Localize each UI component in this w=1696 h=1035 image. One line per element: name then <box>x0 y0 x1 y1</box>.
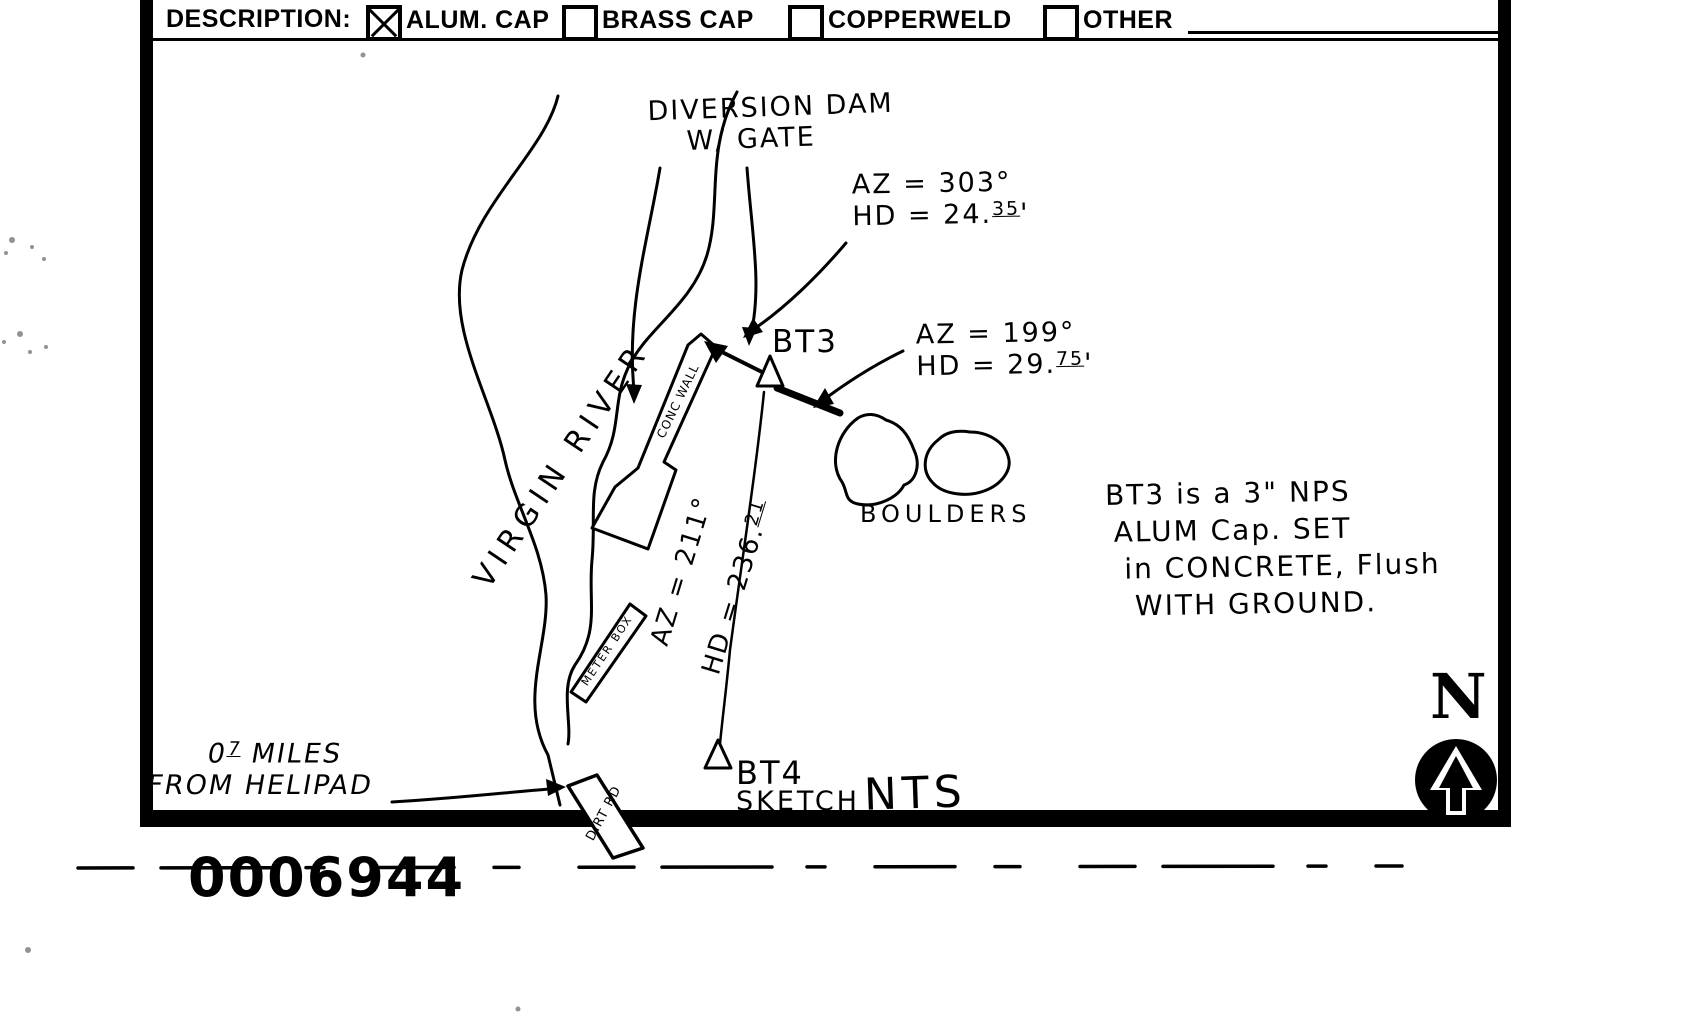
tie-303-feet-tick: ' <box>1019 198 1030 230</box>
bt3-triangle-marker <box>755 354 785 388</box>
bt4-label: BT4 <box>736 754 804 792</box>
az199-pointer-arrowhead <box>813 388 834 408</box>
line-bt3-bt4 <box>718 390 766 746</box>
tie-303-hd-decimal: 35 <box>991 197 1021 221</box>
frame-right-bar <box>1498 0 1511 826</box>
diversion-dam-label: DIVERSION DAM W/ GATE <box>647 88 895 159</box>
tie-303-az: AZ = 303° <box>851 166 1012 201</box>
tie-199-text: AZ = 199° HD = 29.75' <box>915 316 1093 382</box>
scan-noise <box>2 52 521 1012</box>
frame-left-bar <box>140 0 153 826</box>
bt3-label: BT3 <box>772 324 838 360</box>
bt4-triangle-marker <box>703 738 733 770</box>
note-line-4: WITH GROUND. <box>1134 585 1378 623</box>
checkbox-brass-cap-label: BRASS CAP <box>602 6 754 34</box>
tie-199-az: AZ = 199° <box>915 316 1076 351</box>
checkbox-brass-cap[interactable] <box>562 5 598 41</box>
checkbox-alum-cap[interactable] <box>366 5 402 41</box>
header-rule <box>153 38 1498 41</box>
nts-label: NTS <box>863 766 968 821</box>
description-label: DESCRIPTION: <box>166 5 352 33</box>
meter-box-outline <box>569 602 648 704</box>
dam-leader-left-arrowhead <box>626 384 642 404</box>
boulder-right <box>923 429 1011 496</box>
checkbox-copperweld[interactable] <box>788 5 824 41</box>
helipad-note-line1: 07 MILES <box>204 738 345 770</box>
scan-dash-line <box>76 864 1404 870</box>
north-arrow-icon <box>1415 739 1497 821</box>
checkbox-alum-cap-label: ALUM. CAP <box>406 6 550 34</box>
tie-bt3-boulders <box>773 384 844 417</box>
river-right-bank <box>565 90 739 746</box>
note-line-1: BT3 is a 3" NPS <box>1104 474 1351 512</box>
helipad-note-line2: FROM HELIPAD <box>144 769 376 801</box>
tie-199-feet-tick: ' <box>1083 348 1094 380</box>
note-line-3: in CONCRETE, Flush <box>1124 547 1441 586</box>
north-letter: N <box>1430 660 1487 733</box>
tie-bt3-wall <box>720 350 764 374</box>
az303-pointer <box>752 241 848 331</box>
document-number: 0006944 <box>188 846 466 909</box>
helipad-arrow <box>390 787 552 804</box>
boulder-left <box>833 413 919 507</box>
dam-leader-right <box>745 166 758 336</box>
boulders-label: BOULDERS <box>860 500 1032 528</box>
checkbox-other[interactable] <box>1043 5 1079 41</box>
concrete-wall-outline <box>590 332 718 551</box>
helipad-arrowhead <box>546 779 566 796</box>
sketch-label: SKETCH <box>736 786 860 817</box>
checkbox-copperweld-label: COPPERWELD <box>828 6 1012 34</box>
tie-199-hd-decimal: 75 <box>1055 347 1085 371</box>
frame-bottom-bar <box>140 810 1511 827</box>
bt3-monument-note: BT3 is a 3" NPS ALUM Cap. SET in CONCRET… <box>1105 471 1442 625</box>
tie-bt3-wall-arrowhead <box>704 341 728 363</box>
note-line-2: ALUM Cap. SET <box>1113 511 1352 549</box>
tie-303-hd: HD = 24.35' <box>852 197 1030 233</box>
checkbox-other-label: OTHER <box>1083 6 1173 34</box>
dirt-road-band <box>566 773 645 860</box>
helipad-note: 07 MILES FROM HELIPAD <box>144 738 381 801</box>
tie-303-text: AZ = 303° HD = 24.35' <box>851 166 1029 232</box>
tie-199-hd: HD = 29.75' <box>916 347 1094 383</box>
other-blank-underline <box>1188 31 1502 34</box>
az303-pointer-arrowhead <box>743 318 763 338</box>
az199-pointer <box>824 349 905 400</box>
river-left-bank <box>457 94 562 807</box>
dam-leader-left <box>630 166 662 392</box>
